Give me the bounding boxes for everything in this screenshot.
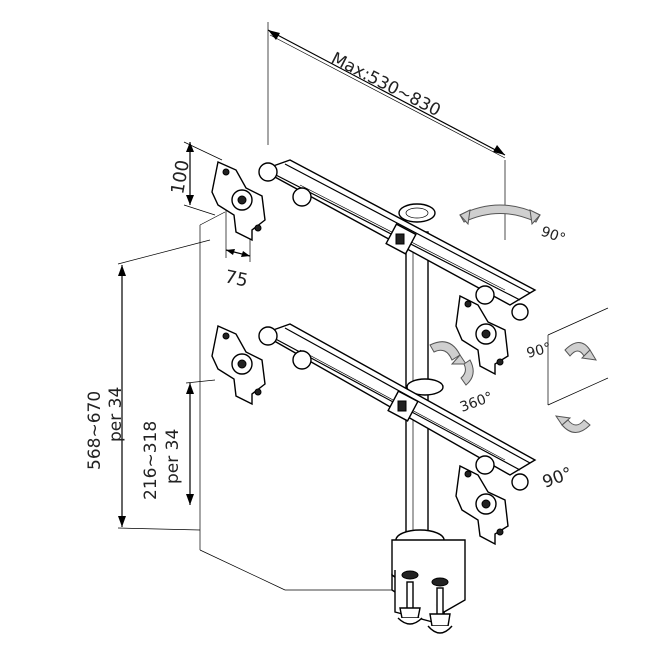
rotate-label: 360° [458, 389, 495, 416]
desk-clamp [391, 529, 466, 634]
upper-arm [258, 159, 537, 321]
upper-right-vesa-plate [455, 294, 509, 376]
lower-left-vesa-plate [211, 325, 266, 406]
side-guide-box [547, 307, 609, 406]
lower-height-step-label: per 34 [163, 429, 183, 484]
lower-right-vesa-plate [455, 464, 509, 546]
lower-arm [258, 323, 537, 491]
upper-left-vesa-plate [211, 161, 266, 242]
mid-tilt-label: 90° [525, 340, 553, 362]
total-height-step-label: per 34 [106, 387, 126, 442]
max-width-label: Max:530~830 [328, 49, 444, 121]
lower-height-dimension [185, 379, 216, 505]
top-tilt-label: 90° [539, 224, 568, 248]
lower-height-range-label: 216~318 [141, 421, 161, 500]
total-height-range-label: 568~670 [85, 391, 105, 470]
guide-lines [199, 22, 506, 591]
top-tilt-arrow-icon [459, 204, 541, 226]
swivel-label: 90° [540, 464, 575, 493]
vesa-width-label: 75 [223, 266, 250, 291]
vesa-width-dimension [225, 210, 251, 262]
max-width-dimension [267, 29, 506, 156]
pivot-arrow-icon [429, 341, 474, 386]
vesa-height-dimension [183, 141, 223, 216]
swivel-arrow-icon [554, 342, 597, 433]
total-height-dimension [117, 239, 211, 531]
